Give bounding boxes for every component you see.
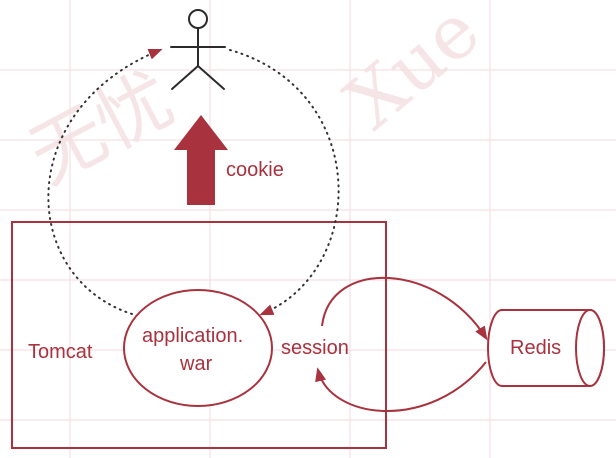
tomcat-server-box	[11, 221, 387, 449]
redis-label: Redis	[510, 337, 562, 359]
dotted-flow-to-application	[229, 49, 340, 316]
session-to-redis-arrow	[321, 276, 488, 341]
dotted-flow-to-user	[47, 48, 163, 315]
thick-up-arrow-icon	[174, 115, 228, 205]
cylinder-icon	[487, 309, 605, 387]
application-label-line2: war	[180, 353, 213, 375]
cookie-label: cookie	[226, 159, 284, 181]
session-label: session	[281, 337, 349, 359]
application-ellipse	[123, 289, 273, 407]
redis-to-session-arrow	[315, 361, 487, 412]
stick-figure-icon	[170, 9, 226, 90]
application-label-line1: application.	[142, 325, 244, 347]
tomcat-label: Tomcat	[28, 341, 93, 363]
